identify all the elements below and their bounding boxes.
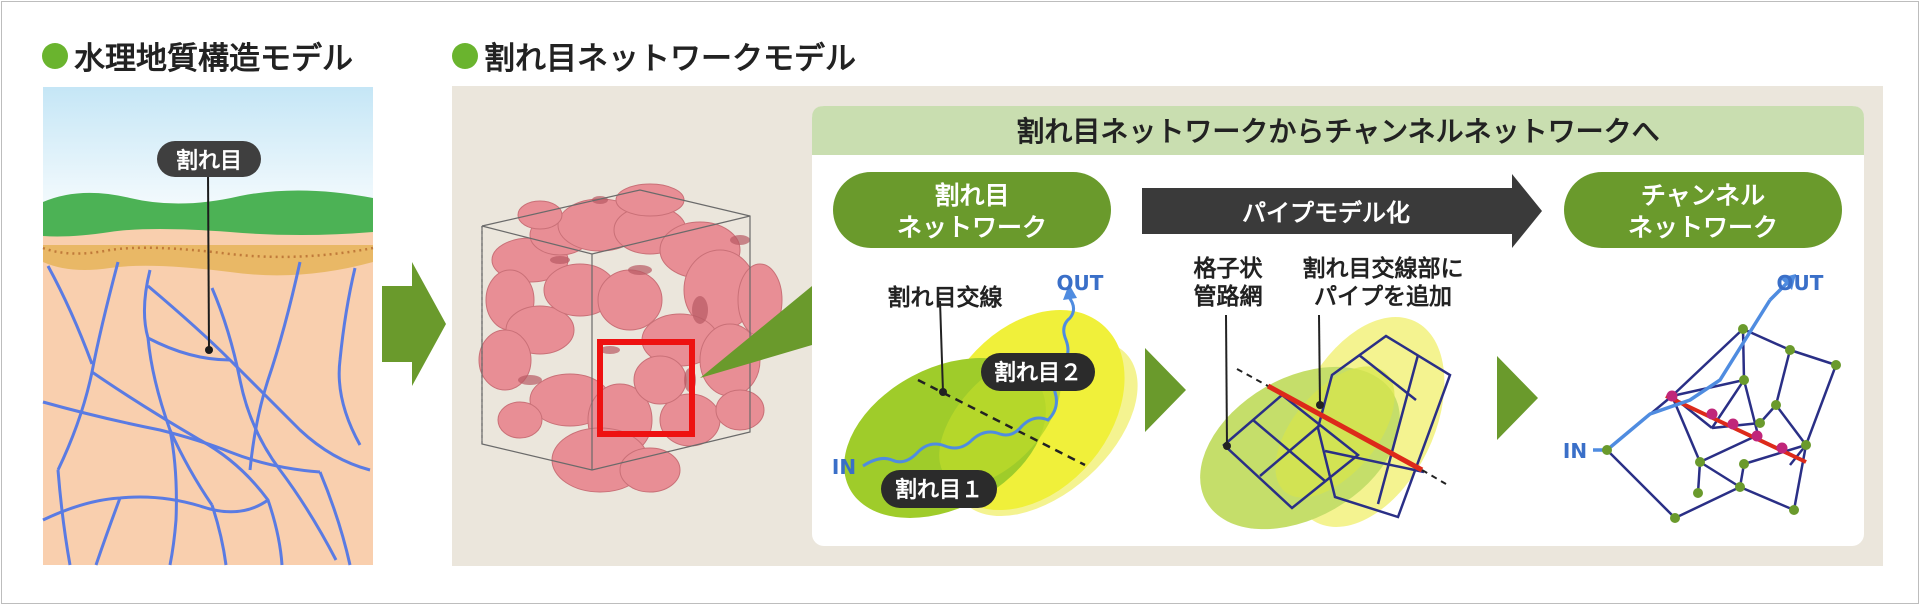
fracture-out-label: OUT (1057, 271, 1104, 295)
grid-line2: 管路網 (1194, 283, 1263, 310)
channel-network-diagram: IN OUT (1563, 271, 1841, 523)
green-arrow-icon (1497, 356, 1538, 440)
pipe-grid-diagram: 格子状 管路網 割れ目交線部に パイプを追加 (1194, 255, 1464, 530)
green-bullet-icon (452, 42, 478, 69)
fracture-lines (42, 261, 371, 566)
fracture1-label: 割れ目１ (895, 477, 983, 503)
pill-channel-line1: チャンネル (1641, 181, 1765, 210)
channel-in-label: IN (1563, 439, 1587, 463)
pill-channel-line2: ネットワーク (1628, 213, 1778, 242)
pill-channel-network (1564, 172, 1842, 248)
fracture2-label: 割れ目２ (994, 360, 1082, 386)
callout-wedge (700, 286, 812, 378)
heading-fracture-network: 割れ目ネットワークモデル (452, 33, 856, 78)
green-bullet-icon (42, 42, 68, 69)
zoom-box (597, 339, 695, 437)
banner-title: 割れ目ネットワークからチャンネルネットワークへ (1016, 115, 1659, 148)
heading-hydrogeology: 水理地質構造モデル (42, 33, 353, 78)
hydrogeology-panel: 割れ目 (42, 87, 374, 566)
grid-line1: 格子状 (1194, 255, 1264, 282)
pipe-model-label: パイプモデル化 (1242, 199, 1410, 227)
pipe-line1: 割れ目交線部に (1303, 255, 1464, 282)
green-arrow-icon (1145, 348, 1186, 432)
banner-bar (812, 106, 1864, 155)
pill-fracture-line2: ネットワーク (897, 213, 1047, 242)
intersection-label: 割れ目交線 (888, 284, 1003, 311)
pipe-model-arrow (1142, 174, 1542, 248)
pill-fracture-network (833, 172, 1111, 248)
fracture-intersection-diagram: 割れ目交線 IN OUT 割れ目２ 割れ目１ (832, 271, 1138, 518)
fracture-label: 割れ目 (176, 148, 242, 174)
heading-hydrogeology-text: 水理地質構造モデル (74, 41, 353, 77)
fracture-in-label: IN (832, 455, 856, 479)
green-arrow-icon (382, 262, 446, 386)
channel-out-label: OUT (1777, 271, 1824, 295)
fracture-cube (478, 183, 812, 493)
pipe-line2: パイプを追加 (1314, 283, 1452, 310)
heading-fracture-network-text: 割れ目ネットワークモデル (484, 41, 856, 77)
pill-fracture-line1: 割れ目 (934, 181, 1009, 210)
